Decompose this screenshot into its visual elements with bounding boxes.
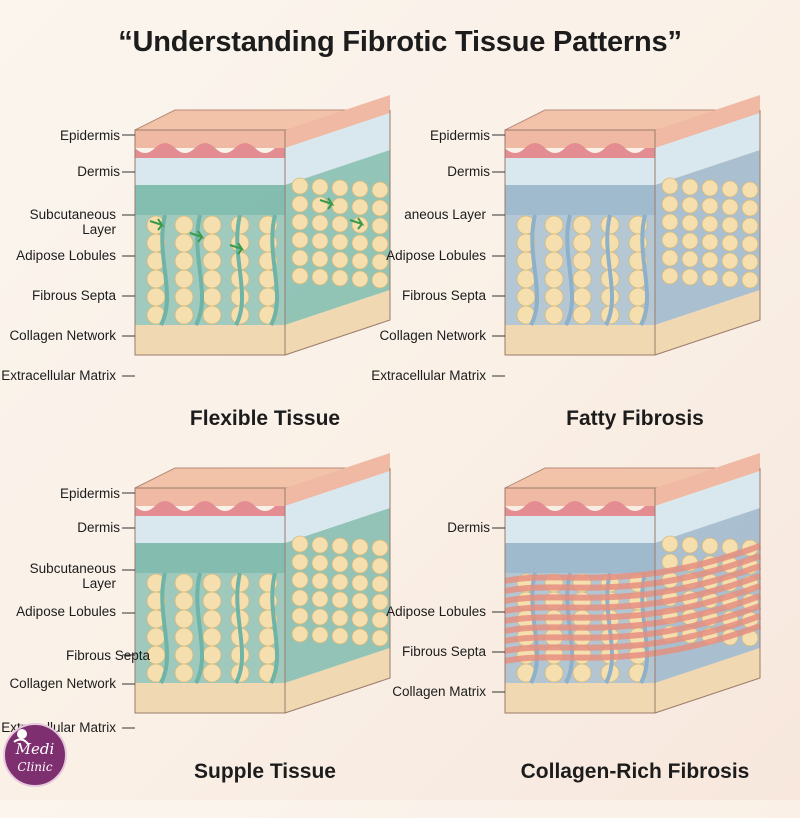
label-collagen-network: Collagen Network: [379, 328, 486, 343]
label-adipose-lobules: Adipose Lobules: [386, 604, 486, 619]
label-epidermis: Epidermis: [59, 128, 120, 143]
tissue-block-illustration: [122, 453, 391, 729]
panel-collagen-rich-fibrosis: Dermis Adipose Lobules Fibrous Septa Col…: [370, 448, 770, 818]
tissue-block: [134, 453, 391, 714]
label-fibrous-septa: Fibrous Septa: [65, 648, 150, 663]
label-fibrous-septa: Fibrous Septa: [31, 288, 116, 303]
panel-caption: Supple Tissue: [194, 760, 336, 783]
label-epidermis: Epidermis: [59, 486, 120, 501]
panel-caption: Collagen-Rich Fibrosis: [520, 760, 750, 783]
label-dermis: Dermis: [77, 520, 120, 535]
tissue-block: [504, 95, 761, 356]
label-adipose-lobules: Adipose Lobules: [386, 248, 486, 263]
fibrous-septa: [529, 214, 650, 326]
logo-badge-icon: [3, 723, 67, 787]
label-adipose-lobules: Adipose Lobules: [16, 248, 116, 263]
label-fibrous-septa: Fibrous Septa: [401, 288, 486, 303]
label-dermis: Dermis: [447, 520, 490, 535]
medi-clinic-logo: Medi Clinic: [2, 722, 68, 788]
label-subcutaneous-layer: Subcutaneous Layer: [29, 207, 116, 237]
tissue-block-illustration: [122, 95, 391, 377]
label-epidermis: Epidermis: [429, 128, 490, 143]
panel-caption: Fatty Fibrosis: [566, 407, 704, 430]
label-subcutaneous-layer: Subcutaneous Layer: [29, 561, 116, 591]
panel-supple-tissue: Epidermis Dermis Subcutaneous Layer Adip…: [0, 448, 400, 818]
label-adipose-lobules: Adipose Lobules: [16, 604, 116, 619]
page-title: “Understanding Fibrotic Tissue Patterns”: [118, 26, 682, 58]
panel-flexible-tissue: Epidermis Dermis Subcutaneous Layer Adip…: [0, 95, 400, 480]
flow-arrow-icon: [149, 197, 365, 255]
fibrous-septa: [159, 572, 280, 684]
label-extracellular-matrix: Extracellular Matrix: [1, 368, 116, 383]
tissue-block: [504, 453, 762, 714]
label-dermis: Dermis: [77, 164, 120, 179]
logo-text-line1: Medi: [15, 740, 55, 758]
label-dermis: Dermis: [447, 164, 490, 179]
tissue-block-illustration: [492, 453, 762, 714]
label-extracellular-matrix: Extracellular Matrix: [371, 368, 486, 383]
label-collagen-network: Collagen Network: [9, 676, 116, 691]
adipose-lobules: [516, 177, 759, 325]
label-subcutaneous-layer: aneous Layer: [404, 207, 486, 222]
tissue-block: [134, 95, 391, 356]
logo-text-line2: Clinic: [17, 760, 53, 774]
panel-fatty-fibrosis: Epidermis Dermis aneous Layer Adipose Lo…: [370, 95, 770, 480]
label-collagen-matrix: Collagen Matrix: [392, 684, 486, 699]
fibrous-septa: [159, 214, 280, 326]
tissue-block-illustration: [492, 95, 761, 377]
label-fibrous-septa: Fibrous Septa: [401, 644, 486, 659]
collagen-bundles: [504, 543, 762, 664]
label-collagen-network: Collagen Network: [9, 328, 116, 343]
panel-caption: Flexible Tissue: [189, 407, 341, 430]
